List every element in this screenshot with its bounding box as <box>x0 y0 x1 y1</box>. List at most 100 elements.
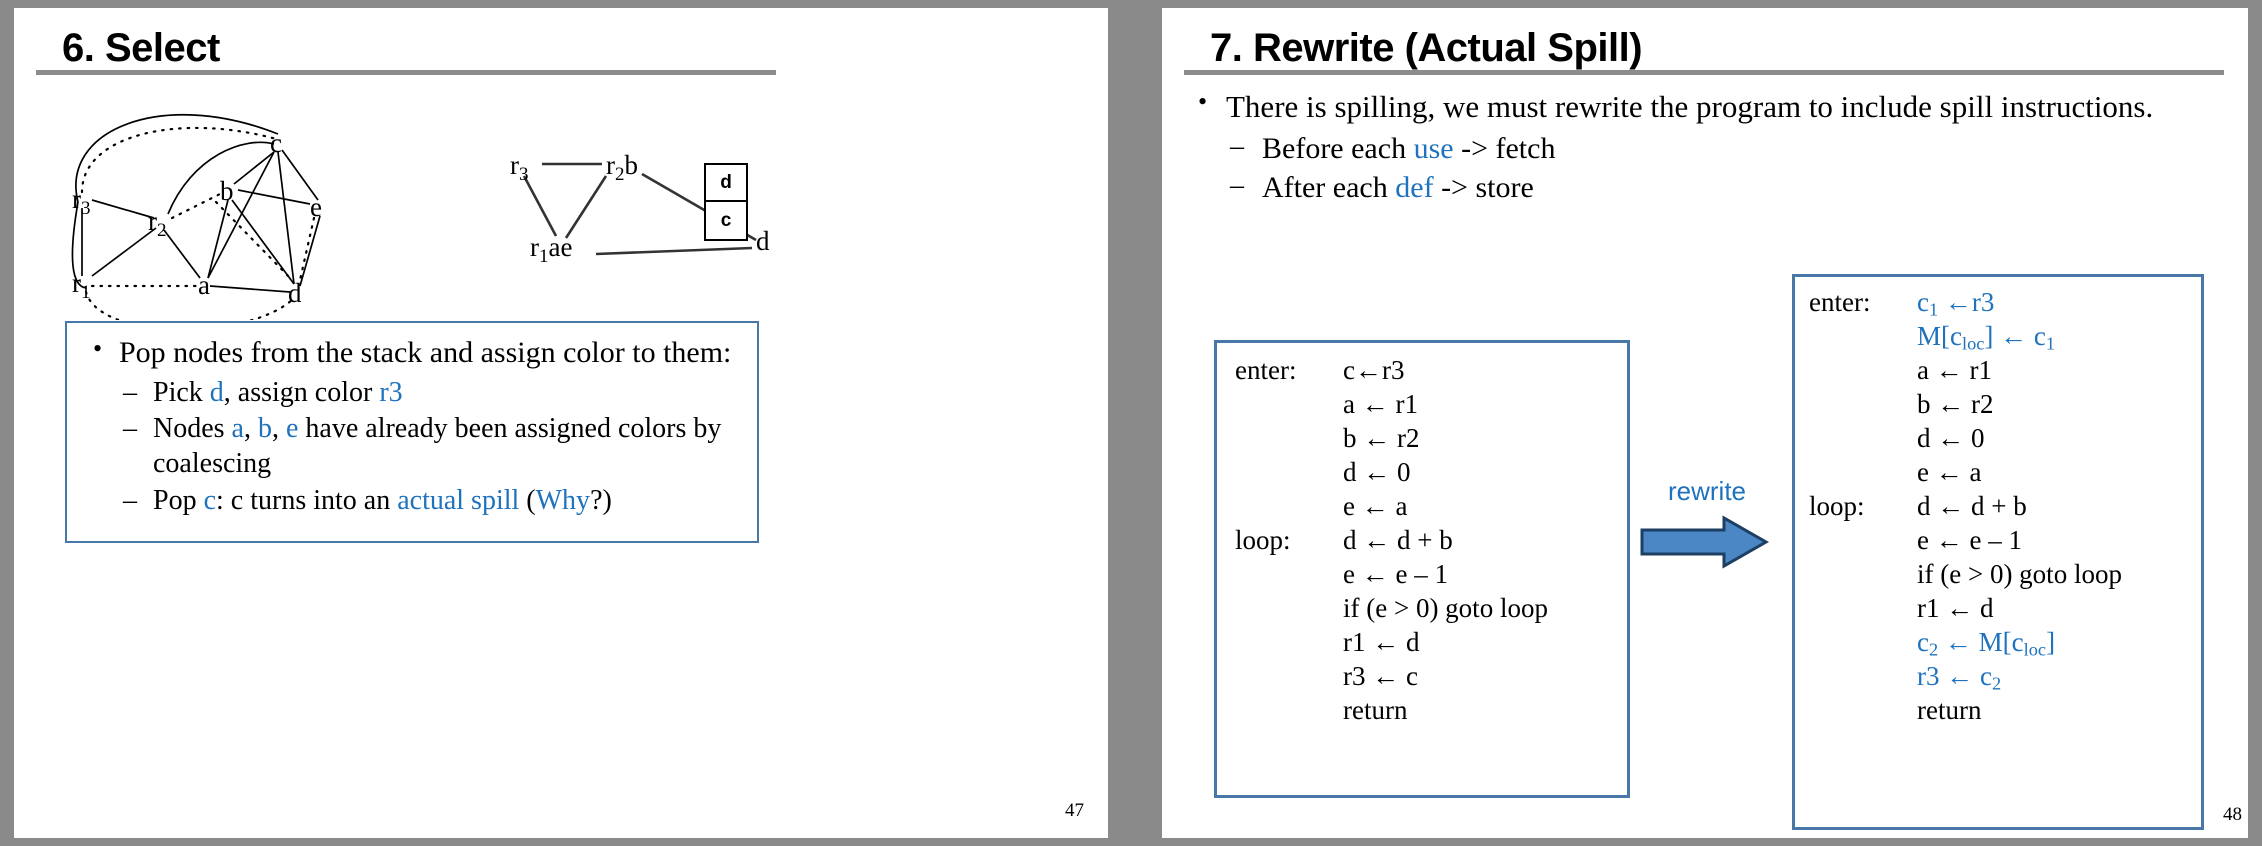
graph-node-r2: r2 <box>148 206 167 241</box>
page-title-rewrite: 7. Rewrite (Actual Spill) <box>1210 26 1643 70</box>
graph-node-a: a <box>198 270 210 300</box>
graph-edge-a-d <box>209 285 291 293</box>
graph-edge-e-d-dotted <box>298 216 316 282</box>
bullet-level2: After each def -> store <box>1184 169 2194 206</box>
page-number-left: 47 <box>1065 800 1084 821</box>
code-line-statement: d ← 0 <box>1917 423 1985 453</box>
code-line-statement: r3 ← c <box>1343 661 1418 691</box>
bullet-level1: Pop nodes from the stack and assign colo… <box>81 333 743 372</box>
graph-node-d: d <box>288 278 302 308</box>
text-run: , assign color <box>223 376 380 408</box>
code-line-label: enter: <box>1809 287 1871 317</box>
slide-select: 6. Select <box>14 8 1108 838</box>
text-run: Pop nodes from the stack and assign colo… <box>119 336 732 369</box>
code-line-statement: r3 ← c2 <box>1917 661 2002 694</box>
code-line: if (e > 0) goto loop <box>1809 561 2201 595</box>
graph-edge-r3-c-arc <box>75 113 279 203</box>
graph-edge-b-e <box>237 189 311 205</box>
code-line-statement: e ← e – 1 <box>1917 525 2022 555</box>
graph2-node-r3: r3 <box>510 150 529 185</box>
graph-edge-e-d <box>299 215 321 287</box>
code-line-statement: c2 ← M[cloc] <box>1917 627 2056 660</box>
title-divider-left <box>36 70 776 75</box>
text-run: Pop <box>153 484 204 516</box>
code-line: a ← r1 <box>1235 391 1627 425</box>
text-run: ?) <box>590 484 612 516</box>
stack-box: d c <box>704 163 748 241</box>
code-line-statement: if (e > 0) goto loop <box>1917 559 2122 589</box>
code-line: loop:d ← d + b <box>1235 527 1627 561</box>
code-line-statement: if (e > 0) goto loop <box>1343 593 1548 623</box>
code-line: return <box>1809 697 2201 731</box>
code-line-label: enter: <box>1235 355 1297 385</box>
code-line: r3 ← c2 <box>1809 663 2201 697</box>
text-run: have already been assigned colors by coa… <box>153 413 722 480</box>
graph-edge-r2-b-dotted <box>170 192 222 220</box>
graph-node-r3: r3 <box>72 184 91 219</box>
graph2-edge-r3-r1ae <box>522 175 558 237</box>
code-line-statement: a ← r1 <box>1343 389 1418 419</box>
code-line-statement: d ← 0 <box>1343 457 1411 487</box>
text-run: Nodes <box>153 413 232 445</box>
text-run: : c turns into an <box>216 484 398 516</box>
graph-edge-r2-r1 <box>91 227 157 277</box>
text-run: ( <box>519 484 536 516</box>
text-run: Before each <box>1262 131 1414 165</box>
graph-edge-r3-r2 <box>91 199 155 219</box>
graph-edge-r2-a <box>163 229 201 279</box>
text-run: def <box>1395 171 1434 204</box>
graph-edge-a-e-dotted <box>214 200 294 282</box>
code-line: r1 ← d <box>1235 629 1627 663</box>
graph-node-e: e <box>310 192 322 222</box>
code-line: c2 ← M[cloc] <box>1809 629 2201 663</box>
text-run: use <box>1413 131 1454 165</box>
graph-edge-c-b <box>233 151 275 185</box>
text-run: a <box>231 413 244 445</box>
text-run: Why <box>535 484 591 516</box>
text-run: -> fetch <box>1453 131 1556 165</box>
bullet-level2: Before each use -> fetch <box>1184 130 2194 167</box>
code-line: loop:d ← d + b <box>1809 493 2201 527</box>
code-line-statement: c←r3 <box>1343 355 1405 385</box>
code-line-statement: a ← r1 <box>1917 355 1992 385</box>
graph2-node-r1ae: r1ae <box>530 232 572 267</box>
code-line: e ← a <box>1235 493 1627 527</box>
code-line: enter: c←r3 <box>1235 357 1627 391</box>
text-run: actual spill <box>397 484 520 516</box>
code-line: d ← 0 <box>1235 459 1627 493</box>
graph2-edge-r1ae-d <box>595 246 753 256</box>
slide-rewrite: 7. Rewrite (Actual Spill) There is spill… <box>1162 8 2248 838</box>
code-line: e ← e – 1 <box>1809 527 2201 561</box>
code-line-statement: b ← r2 <box>1343 423 1420 453</box>
code-line-statement: d ← d + b <box>1343 525 1453 555</box>
code-line-statement: M[cloc] ← c1 <box>1917 321 2056 354</box>
rewrite-label: rewrite <box>1667 476 1746 506</box>
code-line: r3 ← c <box>1235 663 1627 697</box>
graph-edge-b-a <box>207 199 229 279</box>
rewrite-annotation: rewrite <box>1638 478 1776 570</box>
graph-edge-c-e <box>281 149 319 201</box>
graph-node-b: b <box>220 176 234 206</box>
text-run: -> store <box>1433 171 1534 204</box>
text-run: b <box>257 413 272 445</box>
code-line-statement: b ← r2 <box>1917 389 1994 419</box>
code-line-statement: r1 ← d <box>1917 593 1994 623</box>
graph2-edge-r1ae-r2b <box>564 175 608 239</box>
code-line: a ← r1 <box>1809 357 2201 391</box>
text-run: d <box>209 376 224 408</box>
text-run: After each <box>1262 171 1396 204</box>
code-line: if (e > 0) goto loop <box>1235 595 1627 629</box>
code-line-statement: r1 ← d <box>1343 627 1420 657</box>
text-run: , <box>243 413 258 445</box>
bullet-level1: There is spilling, we must rewrite the p… <box>1184 86 2194 126</box>
bullet-list-rewrite: There is spilling, we must rewrite the p… <box>1184 86 2194 208</box>
text-run: e <box>285 413 299 445</box>
graph-node-c: c <box>270 128 282 158</box>
graph-edge-c-a <box>207 151 275 279</box>
code-line: enter:c1 ←r3 <box>1809 289 2201 323</box>
code-line: r1 ← d <box>1809 595 2201 629</box>
bullet-level2: Pop c: c turns into an actual spill (Why… <box>81 484 743 519</box>
title-divider-right <box>1184 70 2224 75</box>
